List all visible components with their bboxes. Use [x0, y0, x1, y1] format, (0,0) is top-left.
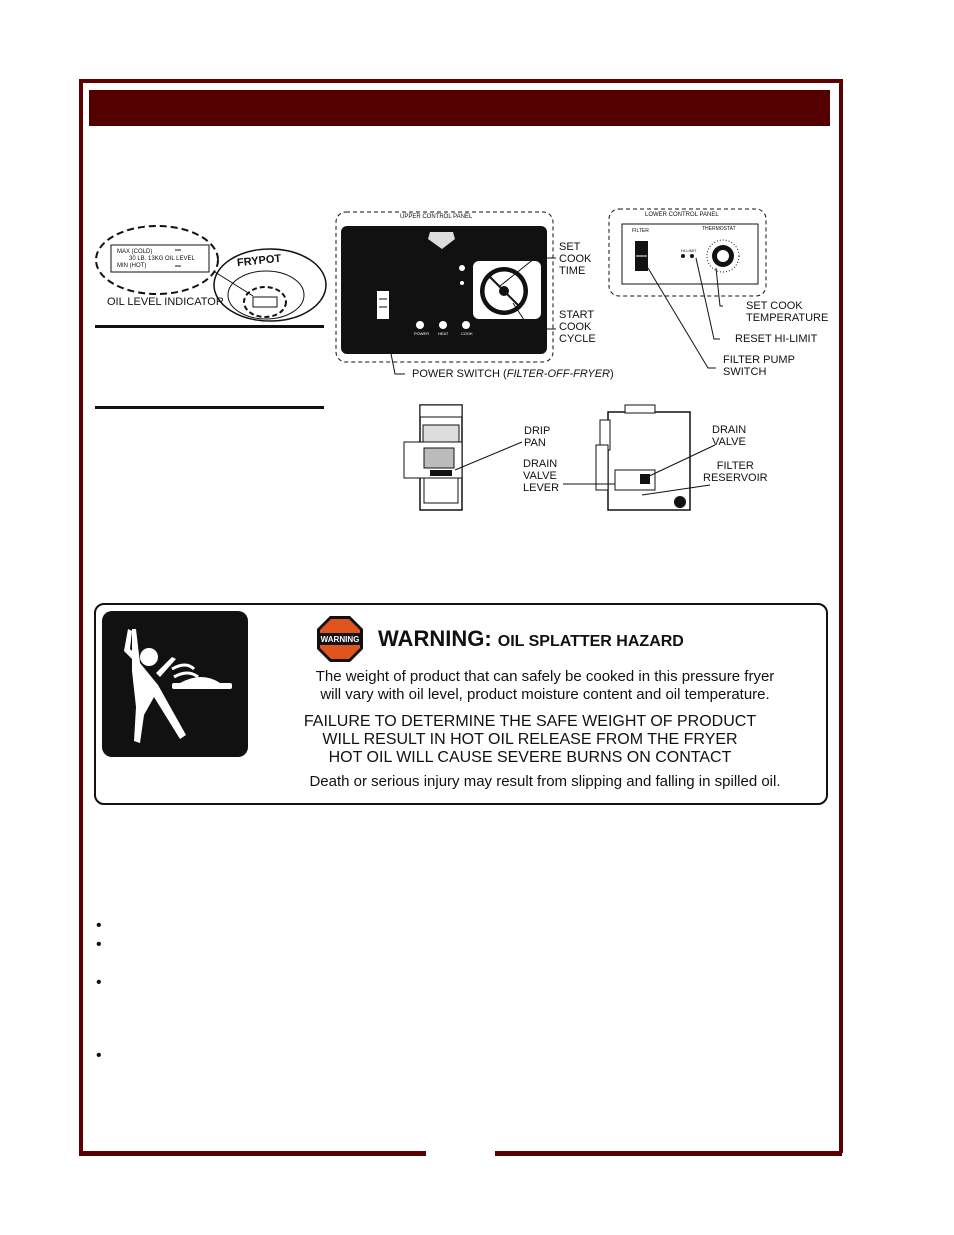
- oil-max-label: MAX (COLD): [117, 249, 153, 255]
- warning-sign-text: WARNING: [320, 635, 360, 644]
- heading-rule-2: [95, 406, 324, 409]
- callout-set-cook-temperature: SET COOK TEMPERATURE: [746, 300, 829, 324]
- callout-drain-valve: DRAIN VALVE: [712, 424, 747, 448]
- callout-power-switch: POWER SWITCH (FILTER-OFF-FRYER): [412, 368, 614, 380]
- warning-caps-line-2: WILL RESULT IN HOT OIL RELEASE FROM THE …: [322, 731, 738, 748]
- indicator-cook-label: COOK: [461, 331, 473, 336]
- oil-capacity-label: 30 LB. 13KG OIL LEVEL: [129, 256, 195, 262]
- callout-drip-pan: DRIP PAN: [524, 425, 551, 449]
- bullet-2: •: [96, 936, 102, 953]
- upper-panel-title: UPPER CONTROL PANEL: [400, 214, 473, 220]
- frame-bottom-left: [79, 1151, 426, 1156]
- callout-start-cook-cycle: START COOK CYCLE: [559, 309, 596, 345]
- page-frame: [79, 79, 843, 1153]
- warning-caps-line-3: HOT OIL WILL CAUSE SEVERE BURNS ON CONTA…: [328, 749, 732, 766]
- fryer-diagram: DRIP PAN DRAIN VALVE LEVER DRAIN VALVE F…: [400, 400, 775, 518]
- hi-limit-label: HI-LIMIT: [681, 248, 697, 253]
- bullet-1: •: [96, 917, 102, 934]
- filter-switch-label: FILTER: [632, 228, 649, 234]
- section-title-bar: [89, 90, 830, 126]
- bullet-3: •: [96, 974, 102, 991]
- callout-filter-reservoir: FILTER RESERVOIR: [703, 460, 768, 484]
- bullet-4: •: [96, 1047, 102, 1064]
- warning-subtitle: OIL SPLATTER HAZARD: [497, 633, 684, 650]
- oil-level-illustration: [95, 225, 327, 322]
- callout-drain-valve-lever: DRAIN VALVE LEVER: [523, 458, 560, 494]
- oil-level-caption: OIL LEVEL INDICATOR: [107, 296, 224, 308]
- callout-filter-pump-switch: FILTER PUMP SWITCH: [723, 354, 795, 378]
- indicator-power-label: POWER: [414, 331, 430, 336]
- frame-bottom-right: [495, 1151, 842, 1156]
- indicator-heat-label: HEAT: [438, 331, 449, 336]
- warning-title: WARNING: OIL SPLATTER HAZARD: [378, 626, 684, 651]
- warning-caps-line-1: FAILURE TO DETERMINE THE SAFE WEIGHT OF …: [303, 713, 757, 730]
- oil-splatter-hazard-icon: [102, 611, 248, 757]
- callout-reset-hi-limit: RESET HI-LIMIT: [735, 333, 818, 345]
- callout-set-cook-time: SET COOK TIME: [559, 241, 592, 277]
- lower-control-panel-diagram: LOWER CONTROL PANEL FILTER THERMOSTAT HI…: [608, 208, 833, 380]
- thermostat-label: THERMOSTAT: [702, 226, 736, 232]
- oil-level-indicator-diagram: MAX (COLD) 30 LB. 13KG OIL LEVEL MIN (HO…: [95, 222, 330, 327]
- upper-panel-illustration: [335, 211, 556, 375]
- lower-panel-title: LOWER CONTROL PANEL: [645, 212, 719, 218]
- warning-box: [94, 603, 828, 805]
- lower-panel-illustration: [608, 208, 767, 369]
- heading-rule-1: [95, 325, 324, 328]
- upper-control-panel-diagram: UPPER CONTROL PANEL POWER HEAT COOK SET …: [335, 211, 620, 381]
- oil-min-label: MIN (HOT): [117, 263, 147, 269]
- warning-body-line-2: will vary with oil level, product moistu…: [320, 686, 770, 703]
- fryer-illustration: [403, 404, 716, 511]
- warning-footer: Death or serious injury may result from …: [309, 773, 781, 790]
- warning-body-line-1: The weight of product that can safely be…: [315, 668, 775, 685]
- warning-sign-icon: WARNING: [316, 615, 364, 663]
